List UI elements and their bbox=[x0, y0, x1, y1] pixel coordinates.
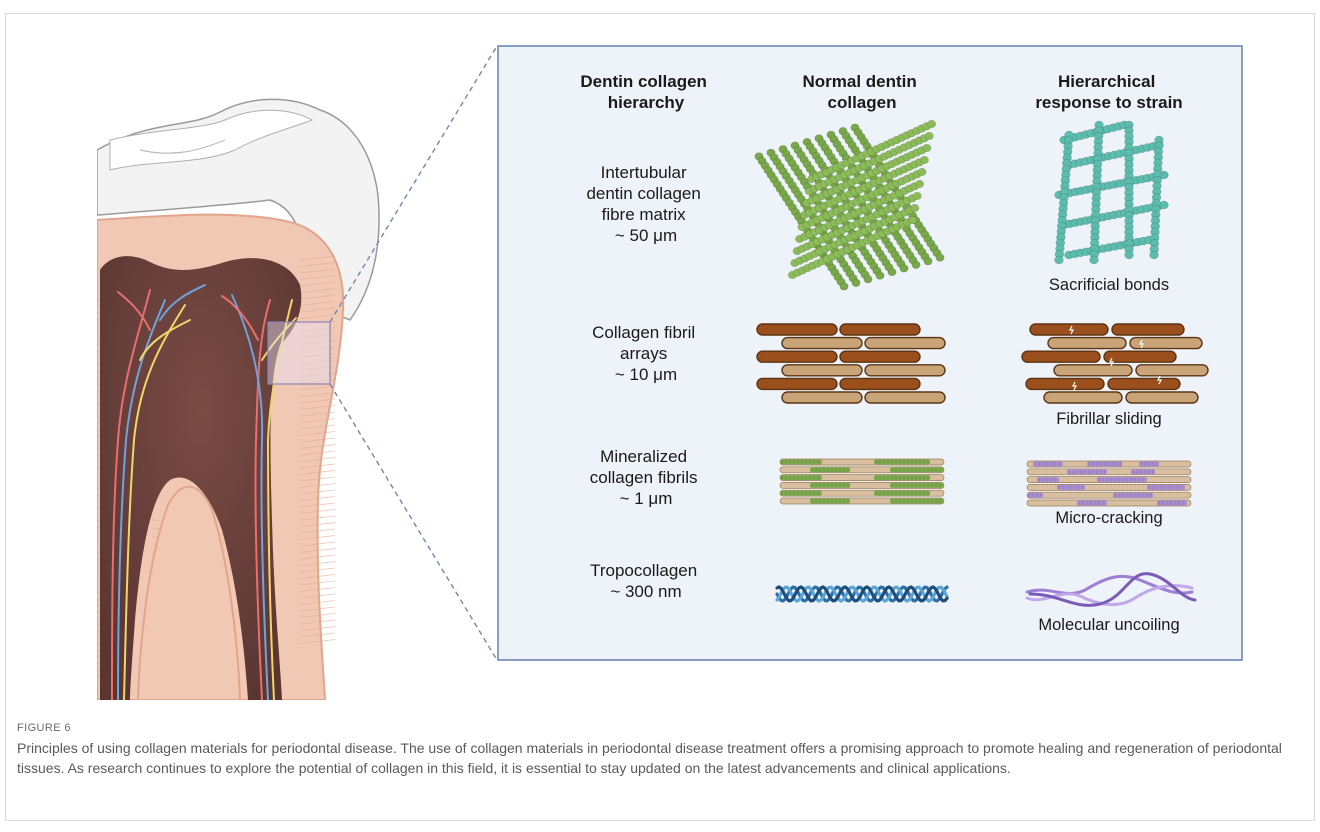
figure-label: FIGURE 6 bbox=[17, 722, 71, 734]
response-label-sacrificial-bonds: Sacrificial bonds bbox=[1049, 276, 1169, 294]
response-label-micro-cracking: Micro-cracking bbox=[1055, 509, 1162, 527]
figure-illustration: Dentin collagen hierarchy Normal dentin … bbox=[0, 0, 1320, 720]
zoom-line-bottom bbox=[330, 384, 497, 660]
figure-caption: Principles of using collagen materials f… bbox=[17, 738, 1303, 778]
tooth-illustration bbox=[97, 99, 379, 700]
sample-region-box bbox=[268, 322, 330, 384]
response-label-fibrillar-sliding: Fibrillar sliding bbox=[1056, 410, 1161, 428]
response-label-molecular-uncoiling: Molecular uncoiling bbox=[1038, 616, 1179, 634]
